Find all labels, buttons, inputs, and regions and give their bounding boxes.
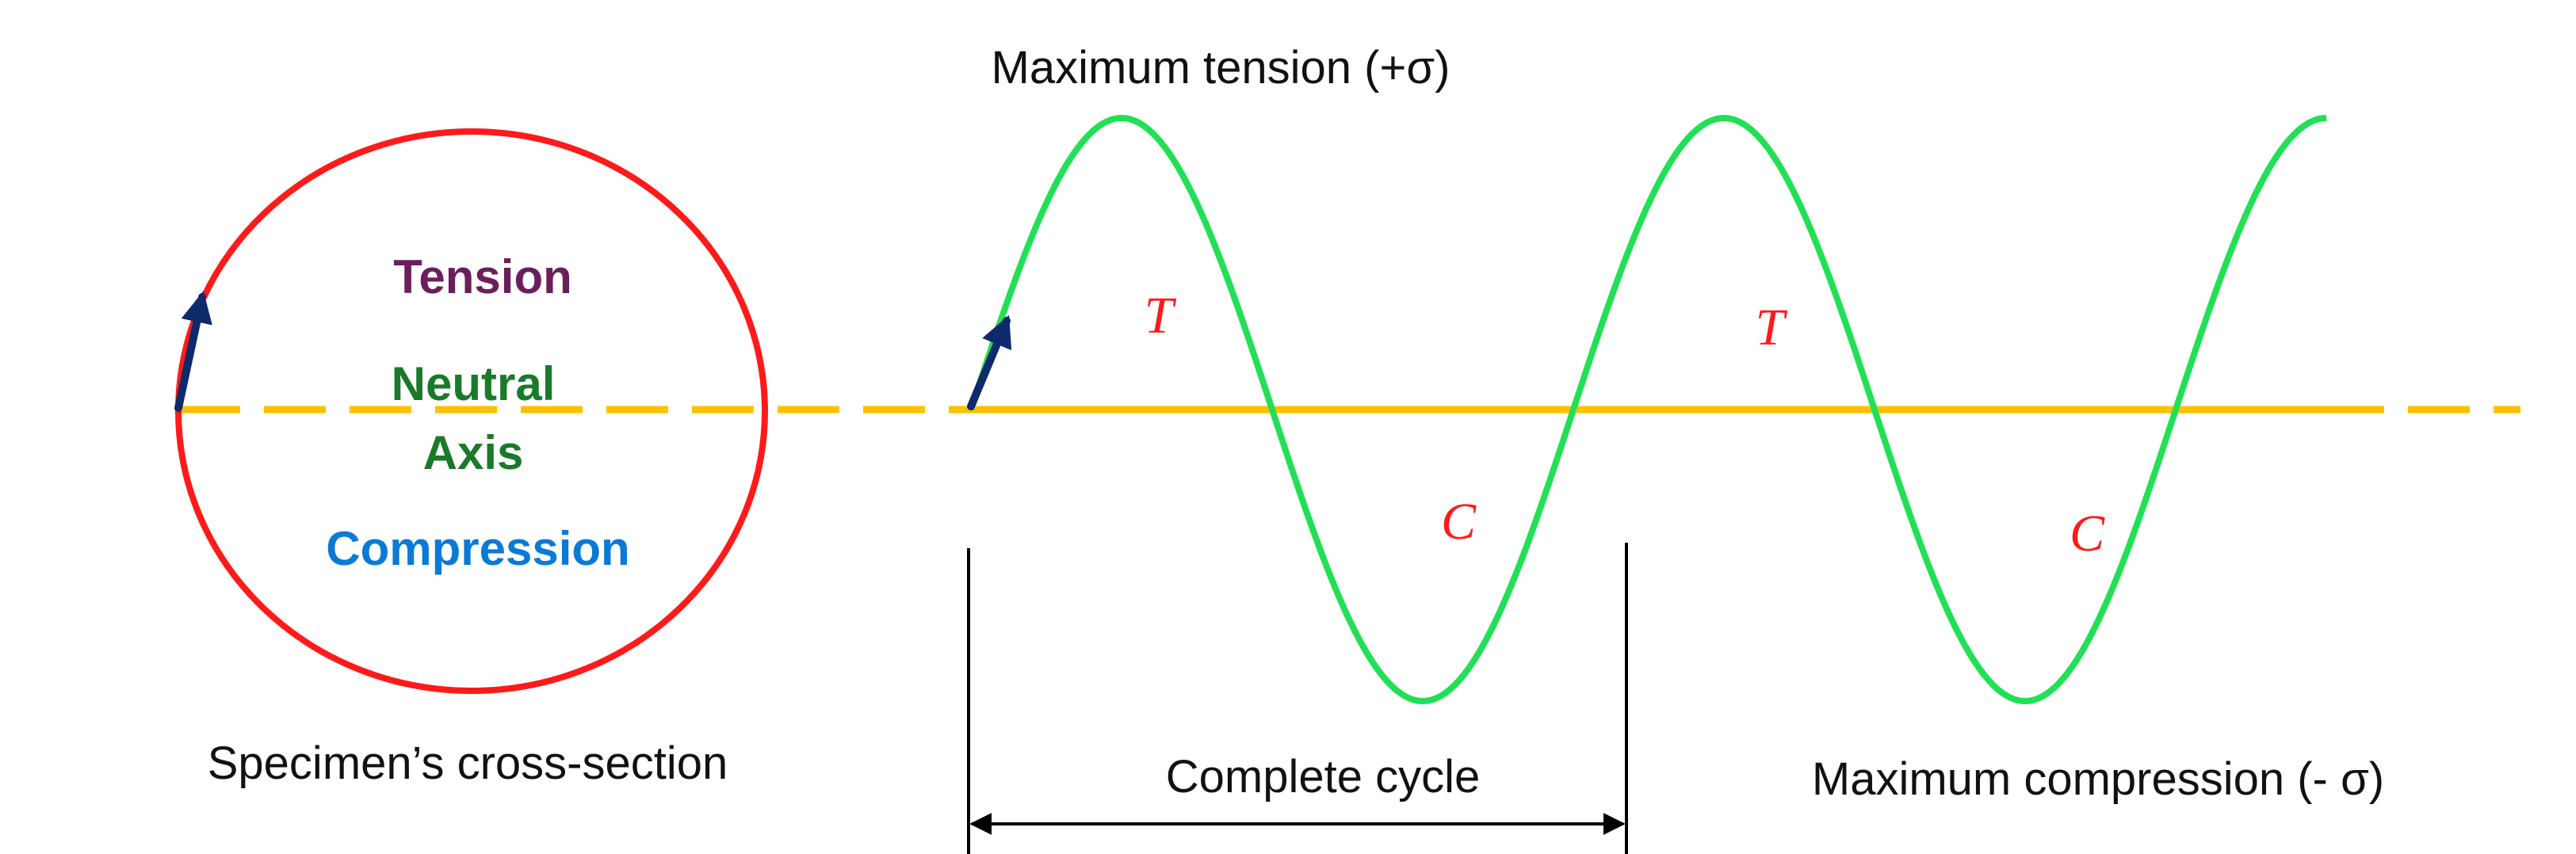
tension-label: Tension — [393, 250, 572, 303]
circle-rotation-arrow — [174, 291, 212, 412]
max-tension-label: Maximum tension (+σ) — [992, 42, 1450, 93]
cross-section-caption: Specimen’s cross-section — [208, 738, 728, 789]
stress-wave — [968, 115, 2327, 704]
compression-mark-1: C — [1441, 493, 1477, 551]
max-compression-label: Maximum compression (- σ) — [1812, 753, 2384, 805]
compression-mark-2: C — [2070, 505, 2105, 562]
tension-mark-2: T — [1756, 299, 1788, 356]
neutral-label-line1: Neutral — [392, 357, 556, 410]
compression-label: Compression — [326, 522, 629, 575]
cycle-label: Complete cycle — [1166, 751, 1480, 803]
wave-start-arrow — [967, 315, 1012, 410]
neutral-label-line2: Axis — [423, 426, 524, 479]
tension-mark-1: T — [1145, 287, 1177, 345]
